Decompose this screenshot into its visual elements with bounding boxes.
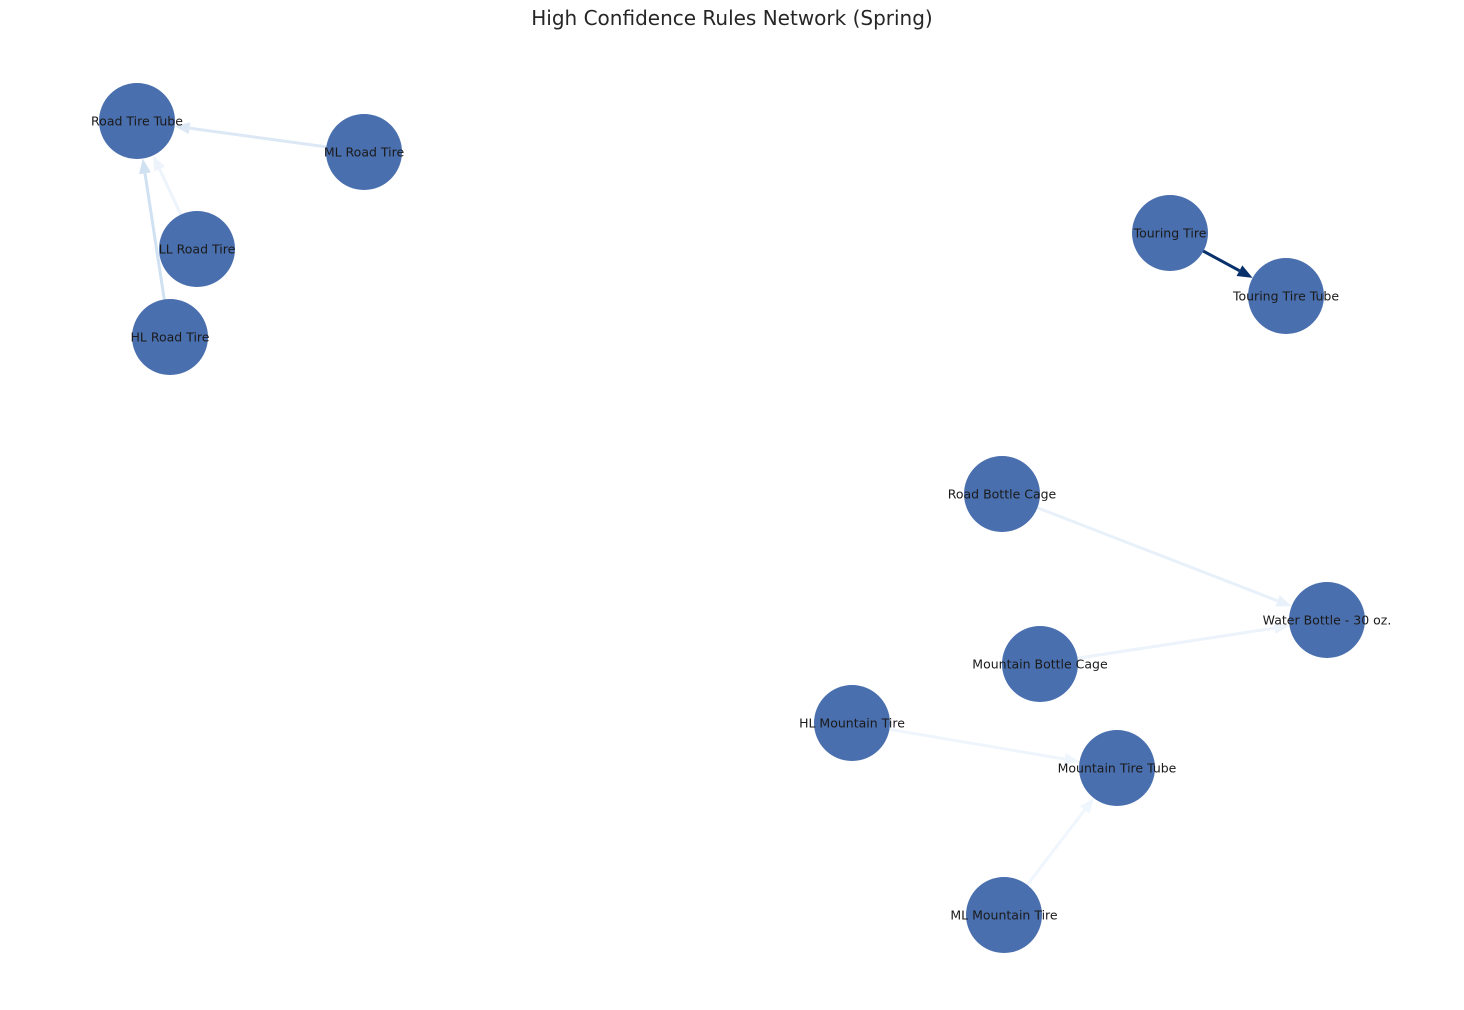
chart-title: High Confidence Rules Network (Spring) xyxy=(531,6,933,30)
arrowhead-mountain-bottle-cage-to-water-bottle-30oz xyxy=(1273,622,1290,634)
node-circle xyxy=(99,83,175,159)
node-label: Touring Tire xyxy=(1133,226,1207,241)
arrowhead-ml-road-tire-to-road-tire-tube xyxy=(174,122,191,135)
node-ml-road-tire: ML Road Tire xyxy=(324,114,405,190)
node-water-bottle-30oz: Water Bottle - 30 oz. xyxy=(1263,582,1392,658)
node-label: Touring Tire Tube xyxy=(1232,289,1339,304)
node-circle xyxy=(1132,195,1208,271)
node-label: Road Bottle Cage xyxy=(948,487,1057,502)
node-circle xyxy=(1079,730,1155,806)
node-label: HL Mountain Tire xyxy=(799,716,905,731)
node-label: Mountain Bottle Cage xyxy=(972,657,1108,672)
node-touring-tire-tube: Touring Tire Tube xyxy=(1232,258,1339,334)
node-mountain-bottle-cage: Mountain Bottle Cage xyxy=(972,626,1108,702)
node-circle xyxy=(326,114,402,190)
node-label: HL Road Tire xyxy=(131,330,210,345)
arrowhead-hl-mountain-tire-to-mountain-tire-tube xyxy=(1063,753,1080,766)
arrowhead-ml-mountain-tire-to-mountain-tire-tube xyxy=(1079,798,1094,814)
arrowhead-touring-tire-to-touring-tire-tube xyxy=(1236,265,1253,278)
node-circle xyxy=(159,211,235,287)
node-circle xyxy=(1248,258,1324,334)
node-hl-road-tire: HL Road Tire xyxy=(131,299,210,375)
node-circle xyxy=(966,877,1042,953)
node-label: Mountain Tire Tube xyxy=(1058,761,1177,776)
node-hl-mountain-tire: HL Mountain Tire xyxy=(799,685,905,761)
arrowhead-ll-road-tire-to-road-tire-tube xyxy=(153,155,165,172)
node-label: Road Tire Tube xyxy=(91,114,183,129)
node-touring-tire: Touring Tire xyxy=(1132,195,1208,271)
node-label: ML Road Tire xyxy=(324,145,405,160)
node-circle xyxy=(132,299,208,375)
node-circle xyxy=(964,456,1040,532)
node-ml-mountain-tire: ML Mountain Tire xyxy=(950,877,1058,953)
node-ll-road-tire: LL Road Tire xyxy=(159,211,236,287)
edge-road-bottle-cage-to-water-bottle-30oz xyxy=(1001,492,1279,603)
node-label: Water Bottle - 30 oz. xyxy=(1263,613,1392,628)
node-road-tire-tube: Road Tire Tube xyxy=(91,83,183,159)
node-circle xyxy=(1002,626,1078,702)
node-label: LL Road Tire xyxy=(159,242,236,257)
node-circle xyxy=(814,685,890,761)
edge-mountain-bottle-cage-to-water-bottle-30oz xyxy=(1039,626,1275,666)
node-label: ML Mountain Tire xyxy=(950,908,1058,923)
arrowhead-hl-road-tire-to-road-tire-tube xyxy=(139,158,151,175)
arrowhead-road-bottle-cage-to-water-bottle-30oz xyxy=(1275,595,1292,607)
node-circle xyxy=(1289,582,1365,658)
node-road-bottle-cage: Road Bottle Cage xyxy=(948,456,1057,532)
nodes-layer: Road Tire Tube ML Road Tire LL Road TireHL… xyxy=(91,83,1391,953)
node-mountain-tire-tube: Mountain Tire Tube xyxy=(1058,730,1177,806)
